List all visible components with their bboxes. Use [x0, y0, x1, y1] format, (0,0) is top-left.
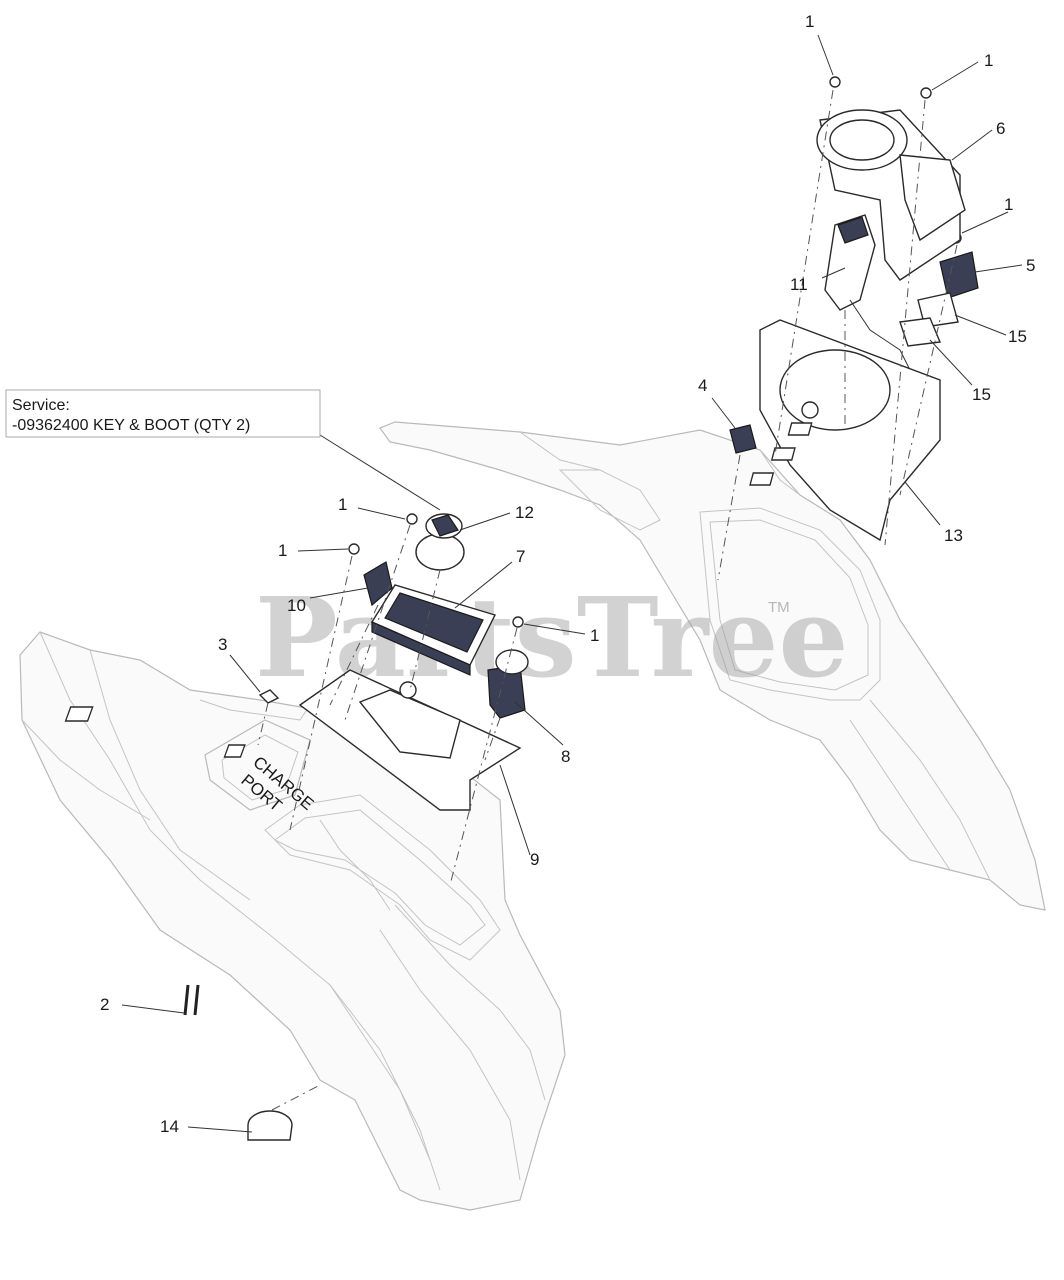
callout-1d: 1: [338, 495, 347, 514]
callout-1a: 1: [805, 12, 814, 31]
callout-9: 9: [530, 850, 539, 869]
callout-1e: 1: [278, 541, 287, 560]
callout-15b: 15: [972, 385, 991, 404]
callout-5: 5: [1026, 256, 1035, 275]
connector-14: [247, 1110, 293, 1141]
handle-11: [824, 214, 911, 371]
watermark-tm: TM: [768, 599, 790, 616]
bracket-13: [749, 319, 941, 542]
callout-4: 4: [698, 376, 707, 395]
switch-4: [729, 424, 757, 454]
callout-8: 8: [561, 747, 570, 766]
knob-8: [487, 649, 529, 719]
callout-1c: 1: [1004, 195, 1013, 214]
key-switch-12: [415, 513, 465, 571]
callout-13: 13: [944, 526, 963, 545]
leader-lines: [121, 34, 1023, 1133]
service-note-title: Service:: [12, 397, 70, 414]
callout-14: 14: [160, 1117, 179, 1136]
callout-3: 3: [218, 635, 227, 654]
callout-1f: 1: [590, 626, 599, 645]
callout-12: 12: [515, 503, 534, 522]
rocker-switch-10: [363, 561, 393, 607]
callout-labels: 1 1 1 1 1 1 2 3 4 5 6 7 8 9 10 11 12 13 …: [100, 12, 1035, 1136]
plug-15b: [899, 317, 942, 347]
service-note-item: -09362400 KEY & BOOT (QTY 2): [12, 417, 250, 434]
right-console-body: [379, 421, 1046, 911]
callout-2: 2: [100, 995, 109, 1014]
service-note: Service: -09362400 KEY & BOOT (QTY 2): [5, 389, 321, 438]
callout-6: 6: [996, 119, 1005, 138]
pins-2: [183, 984, 200, 1016]
callout-1b: 1: [984, 51, 993, 70]
fuse-3: [258, 689, 280, 704]
cup-holder-6: [816, 109, 966, 281]
callout-15a: 15: [1008, 327, 1027, 346]
screws: [348, 76, 962, 628]
callout-10: 10: [287, 596, 306, 615]
display-7: [370, 584, 496, 676]
assembly-lines: [257, 89, 958, 1111]
switch-5: [939, 251, 979, 299]
callout-11: 11: [790, 275, 808, 294]
callout-7: 7: [516, 547, 525, 566]
dash-bracket-9: [64, 669, 522, 811]
